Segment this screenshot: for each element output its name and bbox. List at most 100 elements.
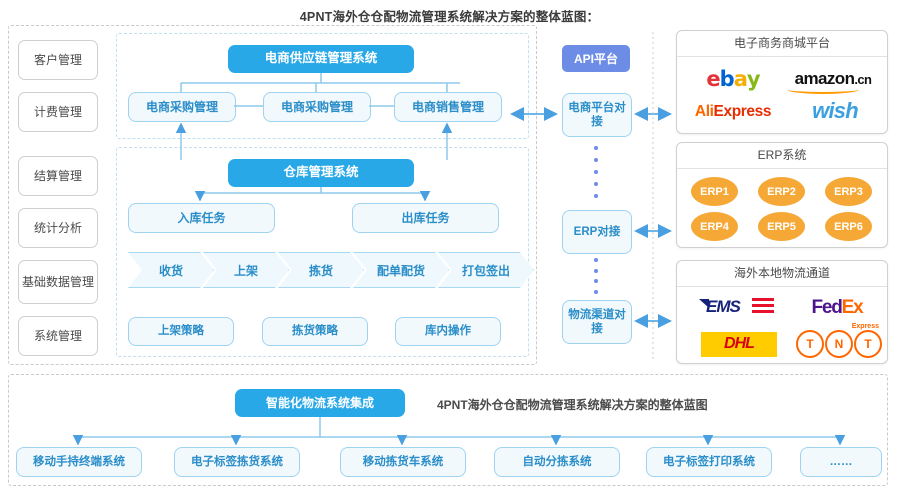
panel-title: ERP系统 bbox=[677, 143, 887, 169]
bottom-item-tag-picking[interactable]: 电子标签拣货系统 bbox=[174, 447, 300, 477]
box-label: 移动手持终端系统 bbox=[33, 455, 125, 468]
flow-step-label: 拣货 bbox=[308, 263, 333, 278]
outbound-task-box[interactable]: 出库任务 bbox=[352, 203, 499, 233]
bottom-item-more[interactable]: …… bbox=[800, 447, 882, 477]
warehouse-header: 仓库管理系统 bbox=[228, 159, 414, 187]
sidebar-item-customer[interactable]: 客户管理 bbox=[18, 40, 98, 80]
erp-connector[interactable]: ERP对接 bbox=[562, 210, 632, 254]
bottom-item-auto-sorting[interactable]: 自动分拣系统 bbox=[494, 447, 620, 477]
bottom-item-handheld[interactable]: 移动手持终端系统 bbox=[16, 447, 142, 477]
ecommerce-purchase-box-2[interactable]: 电商采购管理 bbox=[263, 92, 371, 122]
dot bbox=[594, 146, 598, 150]
amazon-cn-suffix: .cn bbox=[854, 71, 872, 87]
flow-step-label: 收货 bbox=[158, 263, 183, 278]
flow-step-pick[interactable]: 拣货 bbox=[278, 252, 364, 288]
dhl-mark: DHL bbox=[701, 331, 777, 357]
fedex-express-sub: Express bbox=[851, 323, 879, 330]
ali-prefix: Ali bbox=[694, 103, 714, 120]
flow-step-pack-checkout[interactable]: 打包签出 bbox=[438, 252, 534, 288]
sidebar-item-settlement[interactable]: 结算管理 bbox=[18, 156, 98, 196]
erp-label: ERP6 bbox=[834, 220, 863, 233]
erp-item-4[interactable]: ERP4 bbox=[691, 212, 738, 241]
ems-bar-icon bbox=[752, 310, 774, 313]
bottom-item-tag-printing[interactable]: 电子标签打印系统 bbox=[646, 447, 772, 477]
ecommerce-purchase-box-1[interactable]: 电商采购管理 bbox=[128, 92, 236, 122]
dot bbox=[594, 268, 598, 273]
in-warehouse-operation-box[interactable]: 库内操作 bbox=[395, 317, 501, 346]
sidebar-item-label: 系统管理 bbox=[33, 328, 82, 343]
tnt-logo: T N T bbox=[796, 330, 882, 358]
box-label: 入库任务 bbox=[177, 210, 226, 225]
flow-step-label: 打包签出 bbox=[461, 263, 510, 278]
erp-label: ERP5 bbox=[767, 220, 796, 233]
ebay-letter-e: e bbox=[706, 67, 720, 91]
ecommerce-sales-box[interactable]: 电商销售管理 bbox=[394, 92, 502, 122]
erp-label: ERP2 bbox=[767, 185, 796, 198]
dot bbox=[594, 158, 598, 162]
box-label: 电子标签打印系统 bbox=[663, 455, 755, 468]
dots-separator-upper bbox=[593, 146, 599, 198]
fedex-fed: Fed bbox=[811, 297, 842, 318]
sidebar-item-system[interactable]: 系统管理 bbox=[18, 316, 98, 356]
dhl-logo: DHL bbox=[699, 331, 779, 357]
ems-bar-icon bbox=[752, 298, 774, 301]
tnt-mark: T N T bbox=[796, 330, 882, 358]
dot bbox=[594, 194, 598, 198]
connector-label: 电商平台对接 bbox=[568, 101, 626, 128]
erp-label: ERP4 bbox=[700, 220, 729, 233]
flow-step-label: 配单配货 bbox=[376, 263, 425, 278]
supply-chain-header: 电商供应链管理系统 bbox=[228, 45, 414, 73]
panel-body: ERP1 ERP2 ERP3 ERP4 ERP5 ERP6 bbox=[677, 169, 887, 247]
api-platform-label: API平台 bbox=[573, 52, 618, 66]
erp-item-2[interactable]: ERP2 bbox=[758, 177, 805, 206]
flow-step-receive[interactable]: 收货 bbox=[128, 252, 214, 288]
ems-bar-icon bbox=[752, 304, 774, 307]
erp-item-5[interactable]: ERP5 bbox=[758, 212, 805, 241]
sidebar-item-label: 统计分析 bbox=[33, 220, 82, 235]
ems-triangle-icon bbox=[699, 299, 709, 308]
api-platform-header: API平台 bbox=[562, 45, 630, 72]
panel-title: 海外本地物流通道 bbox=[677, 261, 887, 287]
putaway-strategy-box[interactable]: 上架策略 bbox=[128, 317, 234, 346]
box-label: 自动分拣系统 bbox=[522, 455, 592, 468]
erp-item-6[interactable]: ERP6 bbox=[825, 212, 872, 241]
amazon-logo: amazon.cn bbox=[785, 67, 881, 94]
ebay-letter-y: y bbox=[746, 67, 761, 91]
panel-title: 电子商务商城平台 bbox=[677, 31, 887, 57]
sidebar-item-label: 基础数据管理 bbox=[21, 274, 94, 289]
bottom-item-picking-cart[interactable]: 移动拣货车系统 bbox=[340, 447, 466, 477]
box-label: 库内操作 bbox=[425, 325, 471, 338]
dot bbox=[594, 289, 598, 294]
sidebar-item-label: 计费管理 bbox=[33, 104, 82, 119]
dot bbox=[594, 182, 598, 186]
sidebar-item-statistics[interactable]: 统计分析 bbox=[18, 208, 98, 248]
box-label: 上架策略 bbox=[158, 325, 204, 338]
flow-step-allocate[interactable]: 配单配货 bbox=[353, 252, 449, 288]
erp-item-3[interactable]: ERP3 bbox=[825, 177, 872, 206]
amazon-smile-icon bbox=[787, 85, 859, 94]
sidebar-item-billing[interactable]: 计费管理 bbox=[18, 92, 98, 132]
flow-step-label: 上架 bbox=[233, 263, 258, 278]
connector-label: 物流渠道对接 bbox=[568, 308, 626, 335]
bottom-header: 智能化物流系统集成 bbox=[235, 389, 405, 417]
box-label: 电子标签拣货系统 bbox=[191, 455, 283, 468]
tnt-letter-t2: T bbox=[854, 330, 882, 358]
box-label: 移动拣货车系统 bbox=[362, 455, 444, 468]
inbound-task-box[interactable]: 入库任务 bbox=[128, 203, 275, 233]
erp-item-1[interactable]: ERP1 bbox=[691, 177, 738, 206]
sidebar-item-basic-data[interactable]: 基础数据管理 bbox=[18, 260, 98, 304]
dot bbox=[594, 258, 598, 262]
picking-strategy-box[interactable]: 拣货策略 bbox=[262, 317, 368, 346]
ali-suffix: Express bbox=[713, 103, 772, 120]
logistics-channel-connector[interactable]: 物流渠道对接 bbox=[562, 300, 632, 344]
ecommerce-platform-connector[interactable]: 电商平台对接 bbox=[562, 93, 632, 137]
warehouse-header-label: 仓库管理系统 bbox=[283, 165, 359, 180]
flow-step-putaway[interactable]: 上架 bbox=[203, 252, 289, 288]
fedex-ex: Ex bbox=[841, 297, 864, 318]
box-label: 电商采购管理 bbox=[145, 99, 218, 114]
